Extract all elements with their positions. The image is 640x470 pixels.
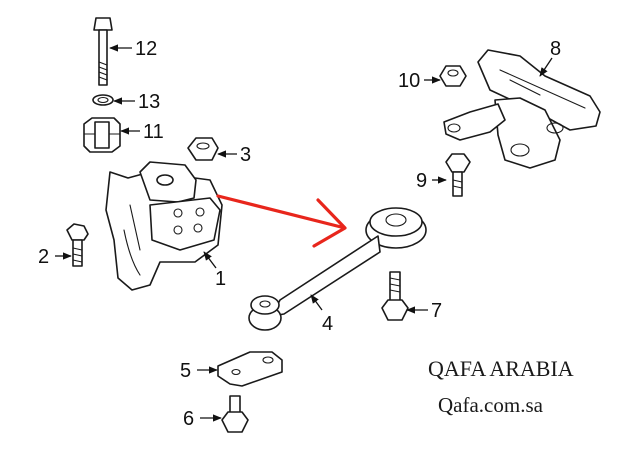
- part-6-bolt: [221, 395, 249, 433]
- callout-7: 7: [431, 300, 442, 322]
- part-11-spacer: [83, 117, 121, 153]
- callout-10: 10: [398, 70, 420, 92]
- part-3-nut: [187, 137, 219, 161]
- callout-11: 11: [143, 121, 164, 143]
- part-12-long-bolt: [93, 17, 113, 86]
- callout-13: 13: [138, 91, 160, 113]
- leader-4: [310, 294, 323, 311]
- part-9-bolt: [445, 153, 471, 197]
- callout-2: 2: [38, 246, 49, 268]
- callout-9: 9: [416, 170, 427, 192]
- callouts: 12 13 11 3 1 2 4 7 5 6 10 8 9: [38, 38, 561, 430]
- part-4-torque-rod: [248, 207, 427, 331]
- part-7-bolt: [381, 271, 409, 321]
- highlight-arrow-icon: [216, 194, 347, 248]
- callout-3: 3: [240, 144, 251, 166]
- watermark-brand: QAFA ARABIA: [428, 356, 574, 381]
- part-2-bolt: [66, 223, 89, 267]
- callout-4: 4: [322, 313, 333, 335]
- part-5-bracket: [217, 351, 283, 387]
- callout-8: 8: [550, 38, 561, 60]
- callout-1: 1: [215, 268, 226, 290]
- watermark-site: Qafa.com.sa: [438, 393, 544, 417]
- part-1-engine-mount: [105, 161, 223, 291]
- callout-6: 6: [183, 408, 194, 430]
- leader-8: [539, 57, 553, 77]
- part-10-nut: [439, 65, 467, 87]
- leader-1: [203, 251, 217, 269]
- part-8-transmission-mount: [443, 49, 601, 169]
- part-13-washer: [92, 94, 114, 106]
- leader-lines: [55, 44, 553, 422]
- callout-12: 12: [135, 38, 157, 60]
- callout-5: 5: [180, 360, 191, 382]
